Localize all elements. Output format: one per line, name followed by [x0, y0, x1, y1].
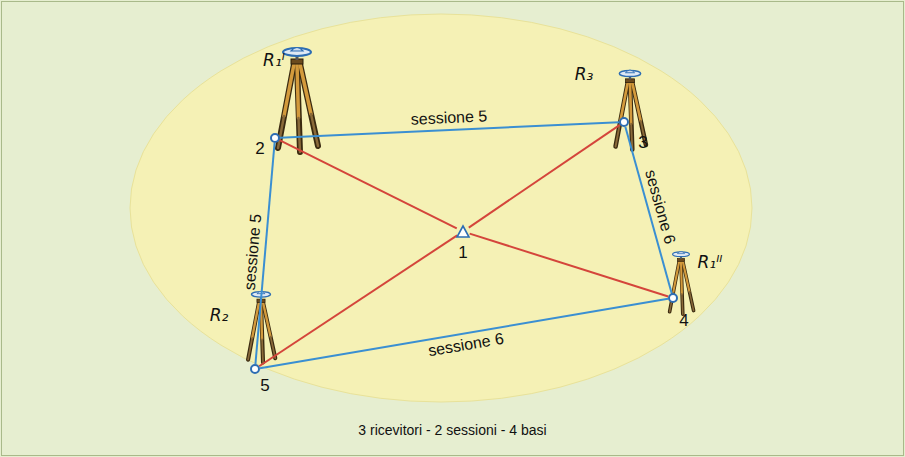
survey-area — [130, 14, 752, 402]
radial-baseline — [469, 125, 620, 228]
session-baseline — [260, 299, 668, 368]
point-number: 2 — [255, 140, 264, 157]
radial-baseline — [279, 140, 456, 228]
receiver-label: R₁ᴵ — [263, 52, 285, 69]
receiver-tripod — [670, 252, 694, 315]
station-point: 2R₁ᴵ — [270, 133, 280, 143]
station-point: 5R₂ — [250, 364, 260, 374]
point-number: 3 — [638, 134, 647, 151]
point-number: 4 — [679, 312, 688, 329]
station-point: 4R₁ᴵᴵ — [668, 293, 678, 303]
receiver-label: R₂ — [210, 307, 229, 324]
station-triangle: 1 — [456, 225, 470, 238]
triangle-marker — [456, 225, 470, 238]
receiver-label: R₃ — [575, 66, 594, 83]
point-number: 1 — [458, 243, 467, 260]
receiver-label: R₁ᴵᴵ — [698, 254, 723, 271]
point-number: 5 — [260, 377, 269, 394]
station-point: 3R₃ — [619, 117, 629, 127]
radial-baseline — [470, 234, 669, 297]
figure-caption: 3 ricevitori - 2 sessioni - 4 basi — [0, 422, 905, 438]
